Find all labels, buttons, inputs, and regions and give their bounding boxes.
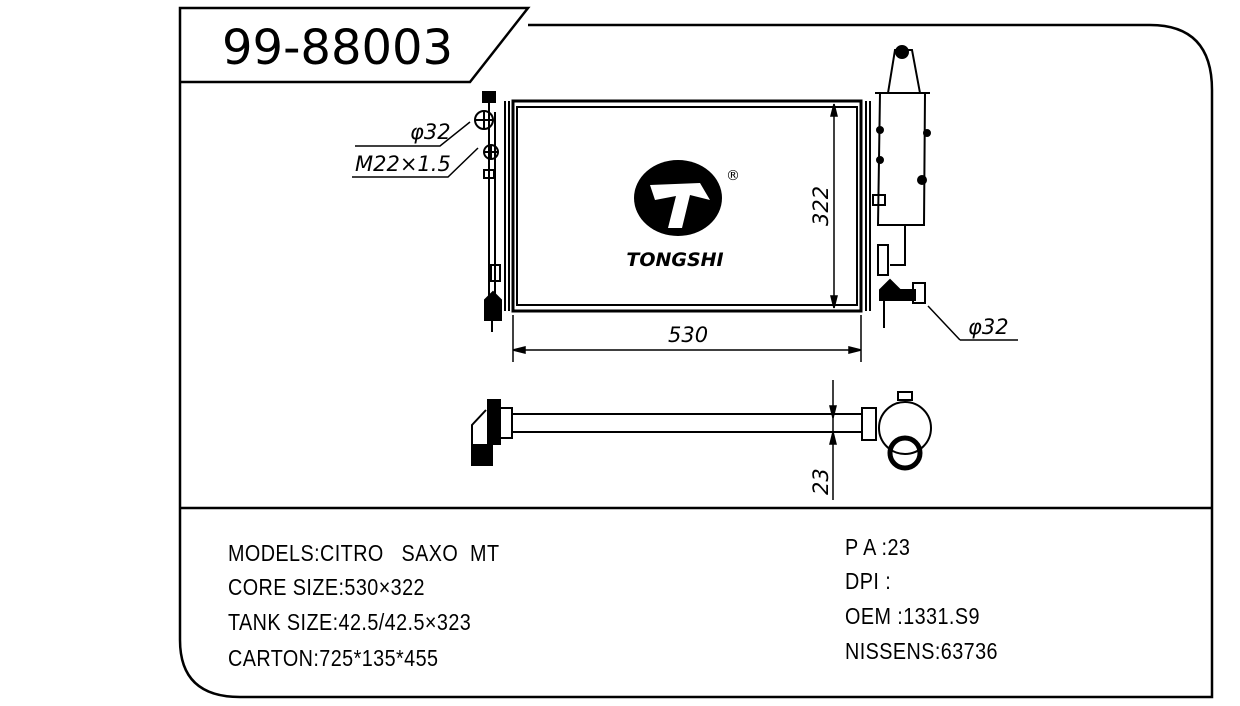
radiator-side-view bbox=[471, 391, 932, 471]
spec-nissens: NISSENS:63736 bbox=[845, 638, 998, 664]
spec-oem: OEM :1331.S9 bbox=[845, 603, 980, 629]
core-height-label: 322 bbox=[809, 186, 833, 226]
spec-tank-size: TANK SIZE:42.5/42.5×323 bbox=[228, 609, 472, 635]
brand-text: TONGSHI bbox=[626, 249, 723, 271]
inlet-diameter-label: φ32 bbox=[410, 120, 451, 144]
spec-carton: CARTON:725*135*455 bbox=[228, 645, 439, 671]
dimension-lines bbox=[352, 103, 1018, 500]
registered-mark: ® bbox=[726, 168, 740, 184]
core-width-label: 530 bbox=[668, 323, 708, 347]
radiator-front-view bbox=[474, 45, 931, 332]
thread-label: M22×1.5 bbox=[355, 152, 451, 176]
frame bbox=[178, 6, 1214, 699]
spec-dpi: DPI : bbox=[845, 568, 892, 594]
part-number-title: 99-88003 bbox=[222, 20, 453, 76]
spec-core-size: CORE SIZE:530×322 bbox=[228, 574, 425, 600]
core-thickness-label: 23 bbox=[809, 468, 833, 495]
tongshi-logo: TONGSHI ® bbox=[626, 160, 740, 271]
spec-pa: P A :23 bbox=[845, 534, 911, 560]
spec-models: MODELS:CITRO SAXO MT bbox=[228, 540, 500, 566]
outlet-diameter-label: φ32 bbox=[968, 315, 1009, 339]
